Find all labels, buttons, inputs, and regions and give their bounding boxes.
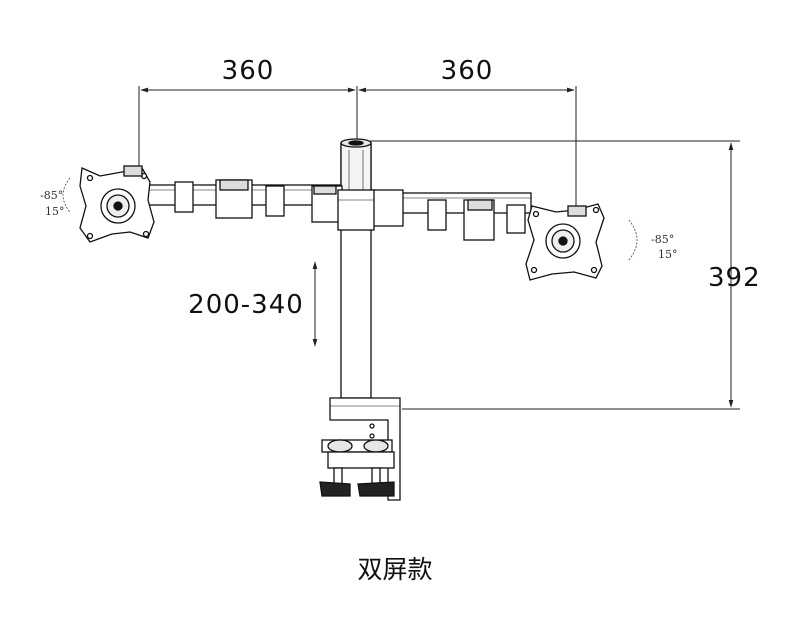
left-tilt-down-label: 15° xyxy=(45,205,65,218)
width-dimension-lines xyxy=(138,86,577,210)
right-tilt-arc xyxy=(628,219,638,261)
pole-collar xyxy=(337,189,375,231)
height-dimension-lines xyxy=(312,140,740,410)
right-tilt-up-label: -85° xyxy=(651,233,674,246)
right-vesa-plate xyxy=(525,203,605,281)
right-tilt-down-label: 15° xyxy=(658,248,678,261)
total-height-label: 392 xyxy=(708,263,761,293)
height-adjust-range-label: 200-340 xyxy=(188,290,304,320)
mount-pole xyxy=(340,138,372,399)
left-tilt-arc xyxy=(62,177,71,213)
left-vesa-plate xyxy=(79,165,155,243)
caption-dual-screen: 双屏款 xyxy=(357,555,433,584)
left-arm xyxy=(142,179,343,223)
left-tilt-up-label: -85° xyxy=(40,189,63,202)
desk-clamp xyxy=(319,397,401,501)
right-arm xyxy=(370,189,532,241)
left-arm-length-label: 360 xyxy=(222,56,275,86)
right-arm-length-label: 360 xyxy=(441,56,494,86)
